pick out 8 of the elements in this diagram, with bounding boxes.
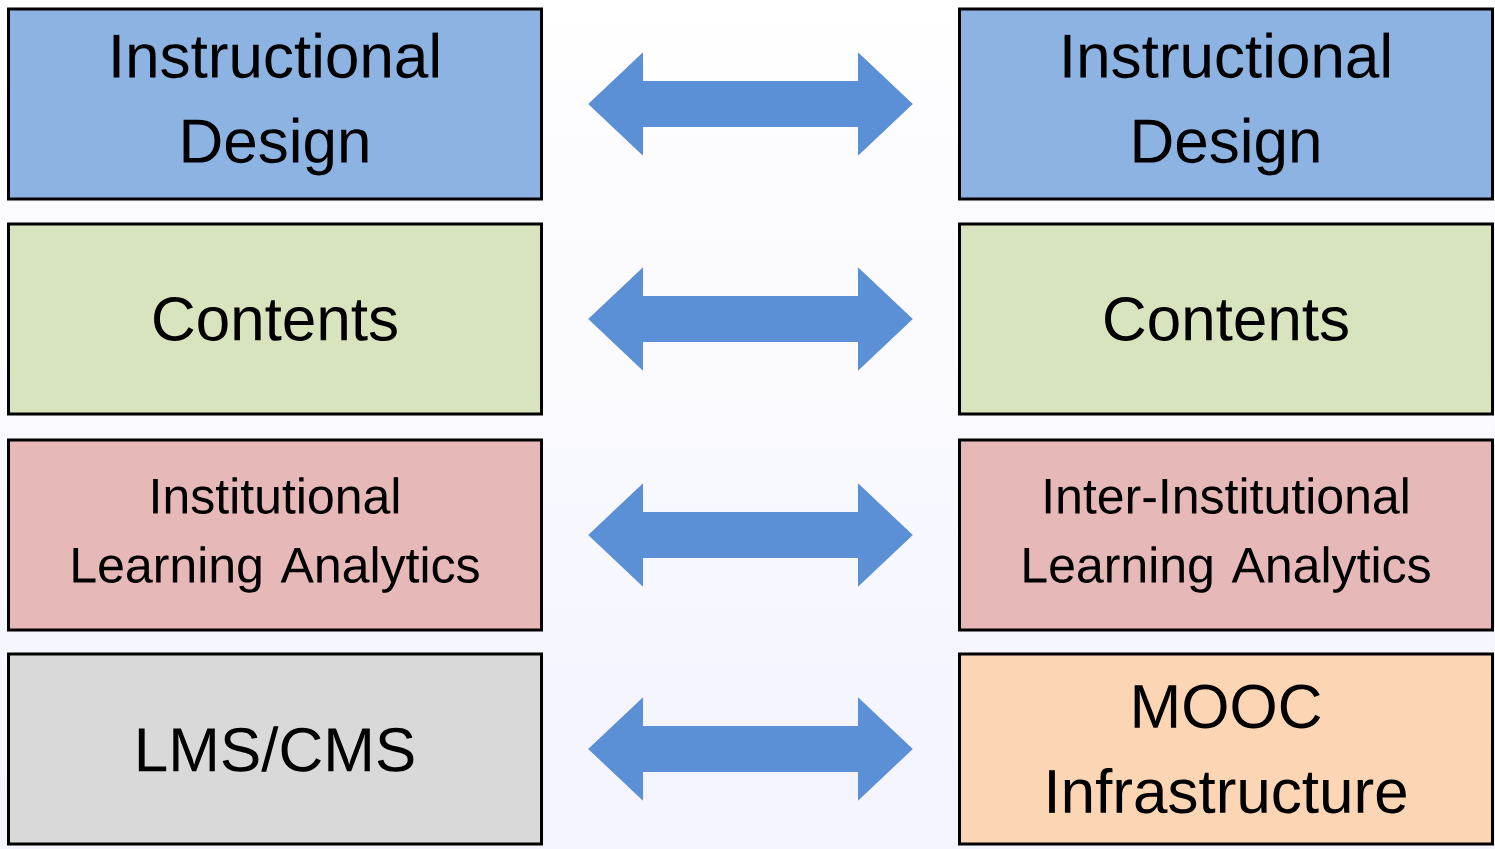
text-box: Instructional Design xyxy=(7,7,543,201)
text-box: LMS/CMS xyxy=(7,652,543,846)
text-box: MOOC Infrastructure xyxy=(958,652,1494,846)
text-box: Contents xyxy=(958,222,1494,416)
text-box: Instructional Design xyxy=(958,7,1494,201)
text-box: Inter-Institutional Learning Analytics xyxy=(958,438,1494,632)
text-box: Institutional Learning Analytics xyxy=(7,438,543,632)
text-box: Contents xyxy=(7,222,543,416)
